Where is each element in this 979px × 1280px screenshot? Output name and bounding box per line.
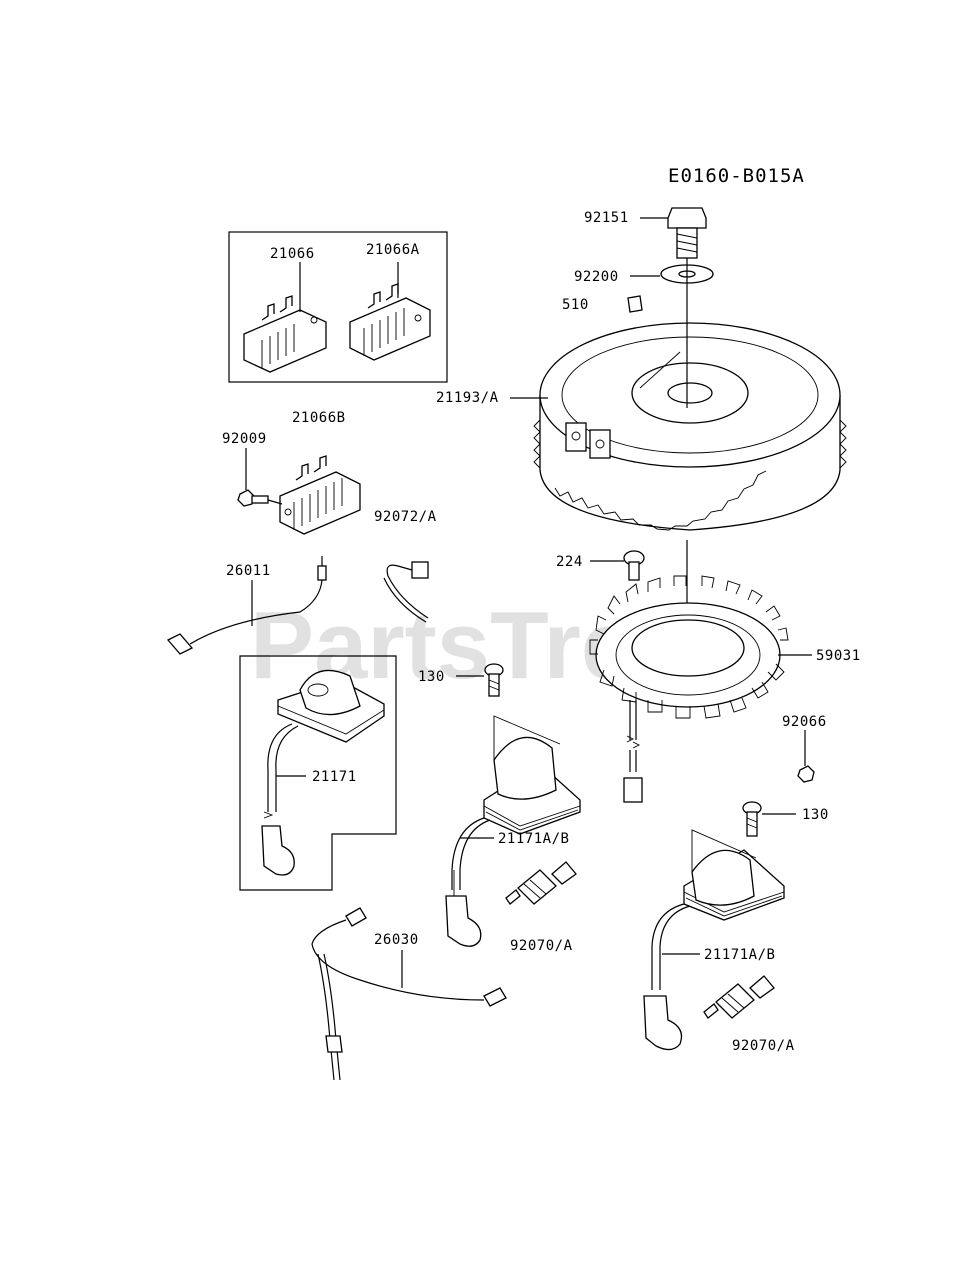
- callout-21066: 21066: [270, 246, 315, 262]
- callout-59031: 59031: [816, 648, 861, 664]
- callout-130-center: 130: [418, 669, 445, 685]
- callout-224: 224: [556, 554, 583, 570]
- flywheel-21193[interactable]: [533, 322, 847, 531]
- callout-26030: 26030: [374, 932, 419, 948]
- callout-92070a-center: 92070/A: [510, 938, 573, 954]
- callout-92072a: 92072/A: [374, 509, 437, 525]
- diagram-code: E0160-B015A: [668, 165, 805, 187]
- callout-130-right: 130: [802, 807, 829, 823]
- regulator-21066a[interactable]: [349, 283, 431, 361]
- lead-wire-26011[interactable]: [166, 556, 327, 655]
- callout-26011: 26011: [226, 563, 271, 579]
- callout-92151: 92151: [584, 210, 629, 226]
- callout-92066: 92066: [782, 714, 827, 730]
- regulator-21066b[interactable]: [279, 455, 361, 535]
- callout-21171ab-center: 21171A/B: [498, 831, 569, 847]
- stator-lead-connector[interactable]: [623, 700, 643, 803]
- bolt-130-center[interactable]: [484, 663, 504, 697]
- screw-224[interactable]: [623, 550, 645, 581]
- bolt-130-right[interactable]: [742, 801, 762, 837]
- callout-21171: 21171: [312, 769, 357, 785]
- ignition-coil-group-box: [239, 655, 397, 891]
- key-leader-line: [639, 351, 681, 389]
- bolt-92009[interactable]: [237, 489, 269, 507]
- callout-92070a-right: 92070/A: [732, 1038, 795, 1054]
- callout-510: 510: [562, 297, 589, 313]
- spark-plug-92070-right[interactable]: [703, 975, 775, 1019]
- bolt-92151[interactable]: [667, 207, 707, 259]
- callout-21066b: 21066B: [292, 410, 346, 426]
- callout-92009: 92009: [222, 431, 267, 447]
- callout-21171ab-right: 21171A/B: [704, 947, 775, 963]
- regulator-21066[interactable]: [243, 295, 327, 373]
- coil-center-mount-line: [493, 715, 561, 760]
- lead-wire-26030[interactable]: [311, 907, 507, 1081]
- key-510[interactable]: [627, 295, 643, 313]
- nut-92066[interactable]: [797, 765, 815, 783]
- bolt-92009-axis: [267, 499, 283, 505]
- callout-21066a: 21066A: [366, 242, 420, 258]
- spark-plug-92070-center[interactable]: [505, 861, 577, 905]
- regulator-group-box: [228, 231, 448, 383]
- ignition-coil-21171ab-right[interactable]: [643, 849, 785, 1051]
- callout-21193a: 21193/A: [436, 390, 499, 406]
- ignition-coil-21171[interactable]: [261, 669, 385, 876]
- ignition-coil-21171ab-center[interactable]: [445, 736, 581, 947]
- coil-right-mount-line: [691, 829, 757, 872]
- callout-92200: 92200: [574, 269, 619, 285]
- diode-lead[interactable]: [383, 561, 429, 623]
